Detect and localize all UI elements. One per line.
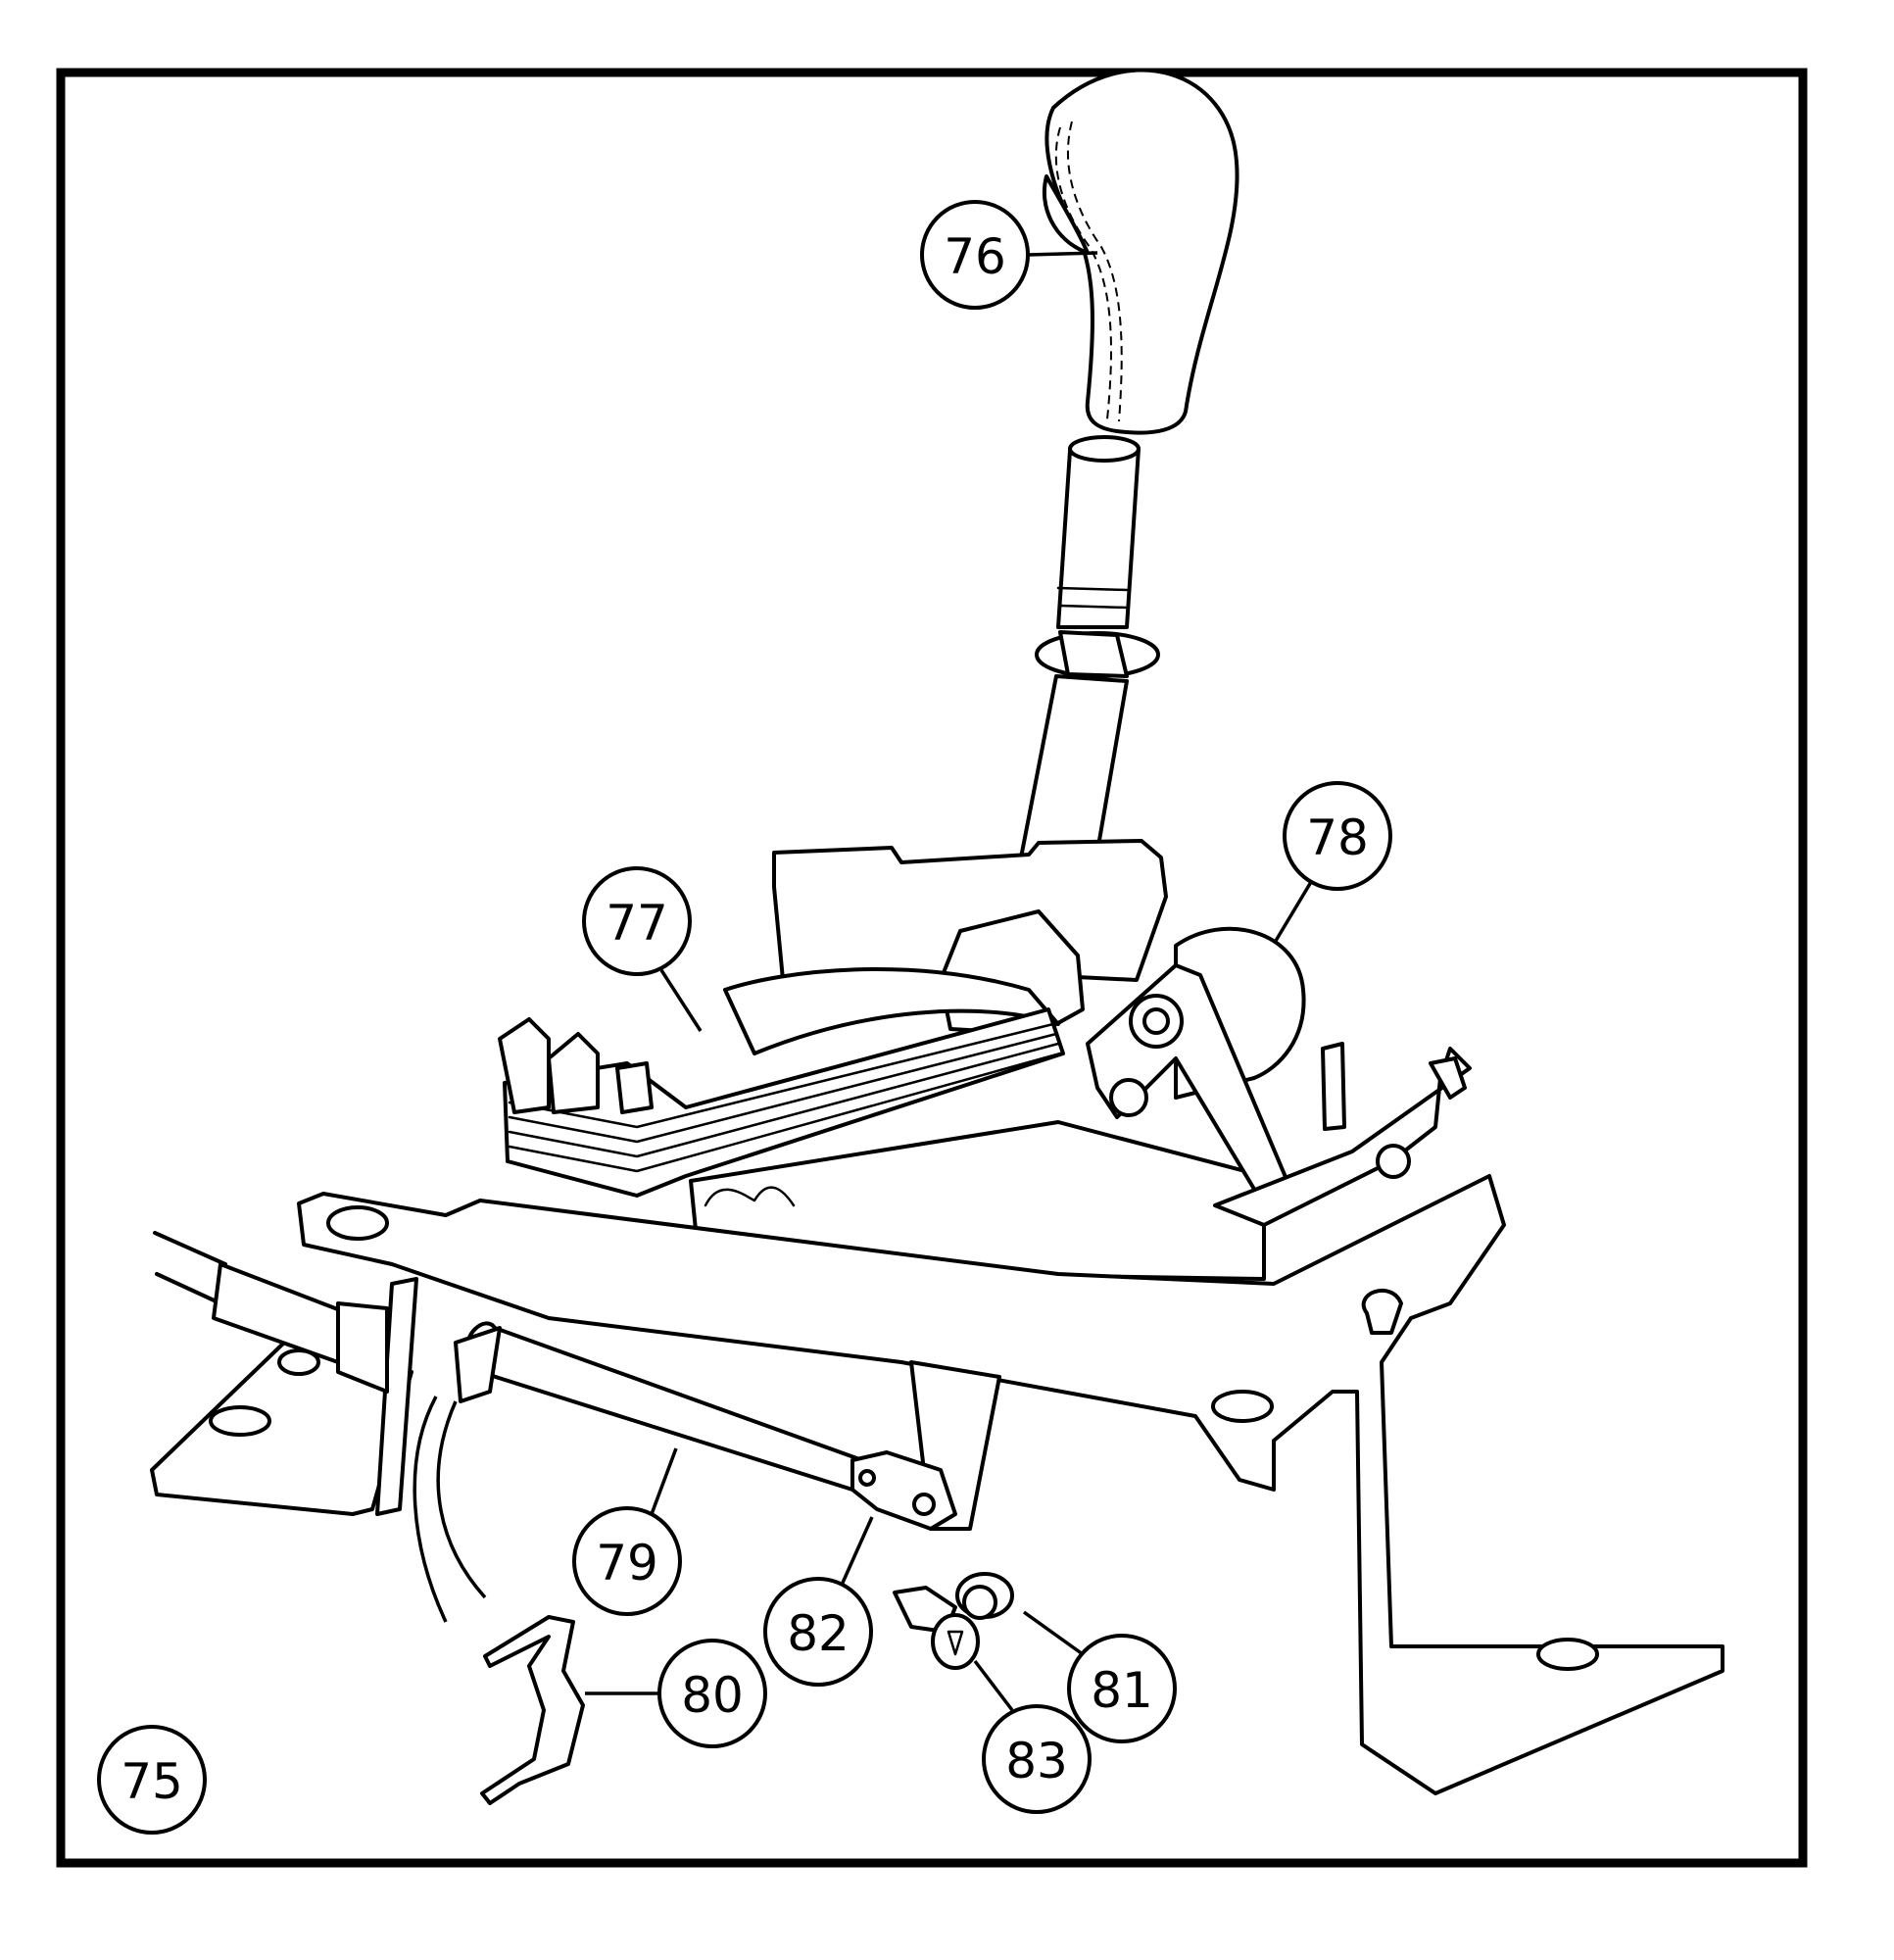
- callout-79: 79: [572, 1506, 682, 1616]
- link-rod-illustration: [454, 1321, 957, 1531]
- callout-label: 79: [596, 1535, 658, 1592]
- callout-label: 80: [681, 1667, 744, 1724]
- leader-76: [1027, 251, 1098, 257]
- callout-label: 77: [606, 895, 668, 952]
- leader-83: [973, 1659, 1014, 1712]
- callout-81: 81: [1067, 1634, 1177, 1743]
- shift-knob-illustration: [1042, 68, 1239, 435]
- fastener-illustration: [893, 1572, 1014, 1670]
- callout-78: 78: [1283, 781, 1392, 891]
- callout-80: 80: [657, 1639, 767, 1748]
- callout-83: 83: [982, 1704, 1092, 1814]
- callout-label: 83: [1005, 1733, 1068, 1789]
- leader-78: [1274, 881, 1313, 942]
- leader-82: [841, 1516, 874, 1584]
- callout-label: 81: [1091, 1662, 1153, 1719]
- callout-75: 75: [97, 1725, 207, 1835]
- callout-label: 75: [121, 1753, 183, 1810]
- retaining-clip-illustration: [480, 1615, 585, 1805]
- figure-frame: [56, 68, 1808, 1868]
- leader-77: [659, 969, 703, 1032]
- callout-label: 78: [1306, 809, 1369, 866]
- callout-77: 77: [582, 866, 692, 976]
- clip-motion-line: [413, 1396, 448, 1623]
- callout-label: 76: [944, 228, 1006, 285]
- callout-76: 76: [920, 200, 1030, 310]
- cable-illustration: [153, 1231, 389, 1394]
- selector-housing-illustration: [498, 839, 1472, 1281]
- leader-79: [650, 1447, 678, 1515]
- callout-82: 82: [763, 1577, 873, 1687]
- callout-label: 82: [787, 1605, 850, 1662]
- leader-81: [1022, 1610, 1085, 1656]
- clip-motion-line: [436, 1400, 487, 1599]
